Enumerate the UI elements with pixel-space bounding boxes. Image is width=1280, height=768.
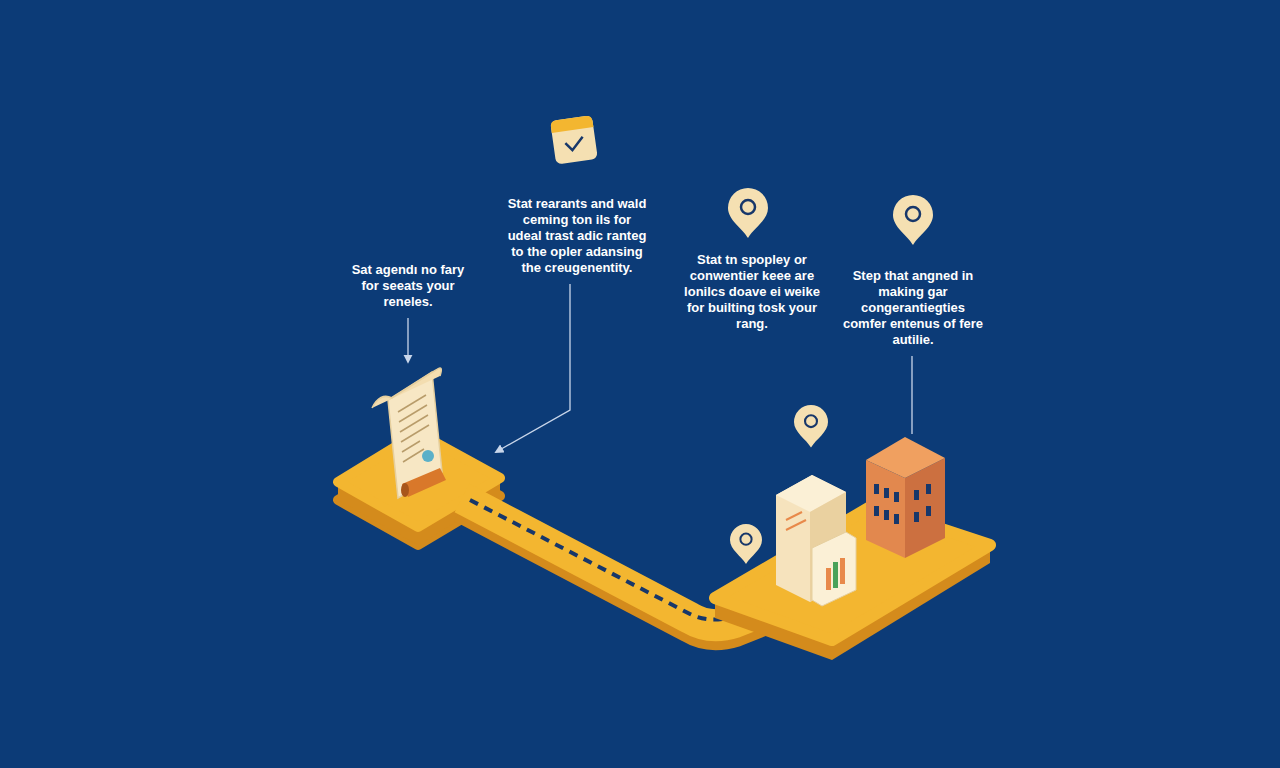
pin-body bbox=[728, 188, 768, 238]
building-line bbox=[786, 512, 802, 520]
scroll-seal bbox=[422, 450, 434, 462]
tower-windows bbox=[874, 484, 931, 524]
chart-box bbox=[812, 532, 856, 606]
pin-ring bbox=[741, 200, 755, 214]
location-pin bbox=[728, 188, 768, 238]
icon-header bbox=[550, 115, 593, 133]
leader-line bbox=[496, 284, 570, 452]
chart-bar bbox=[840, 558, 845, 584]
location-pins bbox=[728, 188, 933, 564]
scroll-roll bbox=[402, 468, 446, 497]
platform-top bbox=[715, 506, 990, 640]
calendar-icon bbox=[550, 115, 598, 164]
leader-line bbox=[407, 318, 408, 362]
pin-body bbox=[893, 195, 933, 245]
leader-line bbox=[911, 356, 912, 434]
scroll-roll-end bbox=[401, 483, 409, 497]
location-pin bbox=[893, 195, 933, 245]
office-building bbox=[776, 475, 856, 606]
building-line bbox=[786, 520, 806, 530]
pin-ring bbox=[805, 415, 817, 427]
chart-bar bbox=[833, 562, 838, 588]
callout-text: Stat rearants and wald ceming ton ils fo… bbox=[507, 196, 647, 276]
chart-bar bbox=[826, 568, 831, 590]
tower-roof bbox=[866, 437, 945, 478]
tower-building bbox=[866, 437, 945, 558]
callout-text: Sat agendı no fary for seeats your renel… bbox=[349, 262, 467, 310]
pin-body bbox=[794, 405, 828, 448]
pin-ring bbox=[740, 534, 751, 545]
scroll-document bbox=[372, 368, 446, 498]
location-pin bbox=[794, 405, 828, 448]
location-pin bbox=[730, 524, 762, 564]
pin-body bbox=[730, 524, 762, 564]
icon-body bbox=[550, 115, 598, 164]
scroll-top bbox=[372, 368, 441, 408]
icon-check bbox=[565, 137, 584, 151]
callout-text: Step that angned in making gar congerant… bbox=[838, 268, 988, 348]
callout-text: Stat tn spopley or conwentier keee are l… bbox=[677, 252, 827, 332]
pin-ring bbox=[906, 207, 920, 221]
right-platform bbox=[715, 506, 990, 660]
